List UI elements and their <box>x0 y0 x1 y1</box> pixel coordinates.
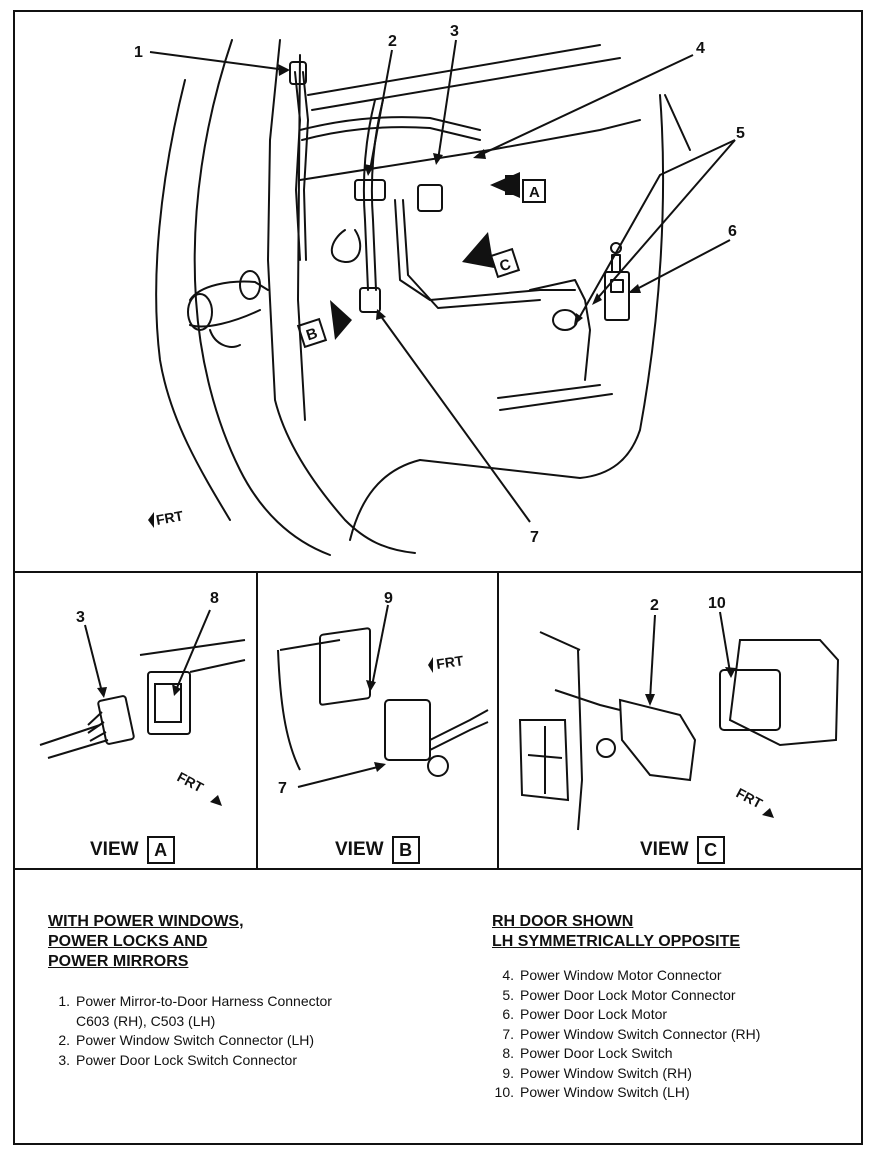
legend-item-text: Power Mirror-to-Door Harness Connector <box>76 993 332 1009</box>
legend-right-heading-2: LH SYMMETRICALLY OPPOSITE <box>492 933 741 950</box>
view-letter-boxes <box>296 179 546 349</box>
callout-4: 4 <box>696 40 705 57</box>
door-lock-motor <box>604 242 630 321</box>
legend-item-text: Power Door Lock Switch <box>520 1045 673 1061</box>
legend-item: 4.Power Window Motor Connector <box>492 966 842 986</box>
view-marker-c: C <box>497 256 513 276</box>
callout-9: 9 <box>384 590 393 607</box>
legend-item: 7.Power Window Switch Connector (RH) <box>492 1025 842 1045</box>
callout-6: 6 <box>728 223 737 240</box>
callout-7-view-b: 7 <box>278 780 287 797</box>
view-a-caption: VIEW A <box>90 836 175 864</box>
callout-3-view-a: 3 <box>76 609 85 626</box>
legend-item: 9.Power Window Switch (RH) <box>492 1064 842 1084</box>
legend-left-heading-2: POWER LOCKS AND <box>48 933 208 950</box>
legend-item-text: Power Window Switch (RH) <box>520 1064 692 1081</box>
view-c-letter: C <box>696 836 725 864</box>
legend-item-text: Power Window Switch (LH) <box>520 1084 690 1100</box>
view-a-letter: A <box>146 836 175 864</box>
view-c-caption: VIEW C <box>640 836 725 864</box>
callout-10: 10 <box>708 595 726 612</box>
callout-5: 5 <box>736 125 745 142</box>
legend-item-text: Power Door Lock Motor Connector <box>520 986 736 1003</box>
legend-item-text: Power Window Switch Connector (LH) <box>76 1032 315 1048</box>
view-a-drawing <box>39 609 246 759</box>
arrowheads <box>278 64 641 325</box>
grommet-harness <box>187 270 269 348</box>
leader-lines <box>149 39 736 523</box>
view-a-word: VIEW <box>90 839 139 860</box>
callout-7: 7 <box>530 529 539 546</box>
view-c-word: VIEW <box>640 839 689 860</box>
frt-label-view-c: FRT <box>734 785 766 812</box>
legend-item-text: Power Window Switch Connector (RH) <box>520 1025 761 1042</box>
frt-label-main: FRT <box>155 507 185 528</box>
callout-8: 8 <box>210 590 219 607</box>
legend-item: 6.Power Door Lock Motor <box>492 1005 842 1025</box>
legend-item: 8.Power Door Lock Switch <box>492 1044 842 1064</box>
legend-item: 10.Power Window Switch (LH) <box>492 1083 842 1103</box>
view-b-letter: B <box>391 836 420 864</box>
frt-label-view-b: FRT <box>435 652 465 672</box>
frt-label-view-a: FRT <box>175 769 207 796</box>
callout-2-view-c: 2 <box>650 597 659 614</box>
callout-2: 2 <box>388 33 397 50</box>
wire-harness-left <box>289 61 481 264</box>
wire-harness-center <box>354 99 591 381</box>
legend-item-text: Power Door Lock Motor <box>520 1006 668 1022</box>
legend-item: 1. Power Mirror-to-Door Harness Connecto… <box>58 993 332 1029</box>
view-marker-b: B <box>304 325 320 345</box>
view-b-caption: VIEW B <box>335 836 420 864</box>
view-direction-arrows <box>148 172 520 673</box>
legend-item-text: Power Door Lock Switch Connector <box>76 1051 297 1068</box>
legend-item: 3. Power Door Lock Switch Connector <box>48 1051 448 1071</box>
legend-item-text-2: C603 (RH), C503 (LH) <box>76 1012 216 1029</box>
legend-left: WITH POWER WINDOWS, POWER LOCKS AND POWE… <box>48 912 448 1070</box>
legend-panel <box>13 868 863 1145</box>
legend-left-heading-1: WITH POWER WINDOWS, <box>48 913 244 930</box>
legend-left-heading-3: POWER MIRRORS <box>48 953 189 970</box>
view-b-drawing <box>277 604 489 788</box>
view-b-word: VIEW <box>335 839 384 860</box>
legend-item: 5.Power Door Lock Motor Connector <box>492 986 842 1006</box>
callout-3: 3 <box>450 23 459 40</box>
legend-right: RH DOOR SHOWN LH SYMMETRICALLY OPPOSITE … <box>492 912 842 1103</box>
view-marker-a: A <box>529 184 540 201</box>
legend-item-text: Power Window Motor Connector <box>520 967 722 983</box>
legend-item: 2. Power Window Switch Connector (LH) <box>48 1031 448 1051</box>
legend-right-heading-1: RH DOOR SHOWN <box>492 913 634 930</box>
callout-1: 1 <box>134 44 143 61</box>
view-c-drawing <box>518 611 840 831</box>
